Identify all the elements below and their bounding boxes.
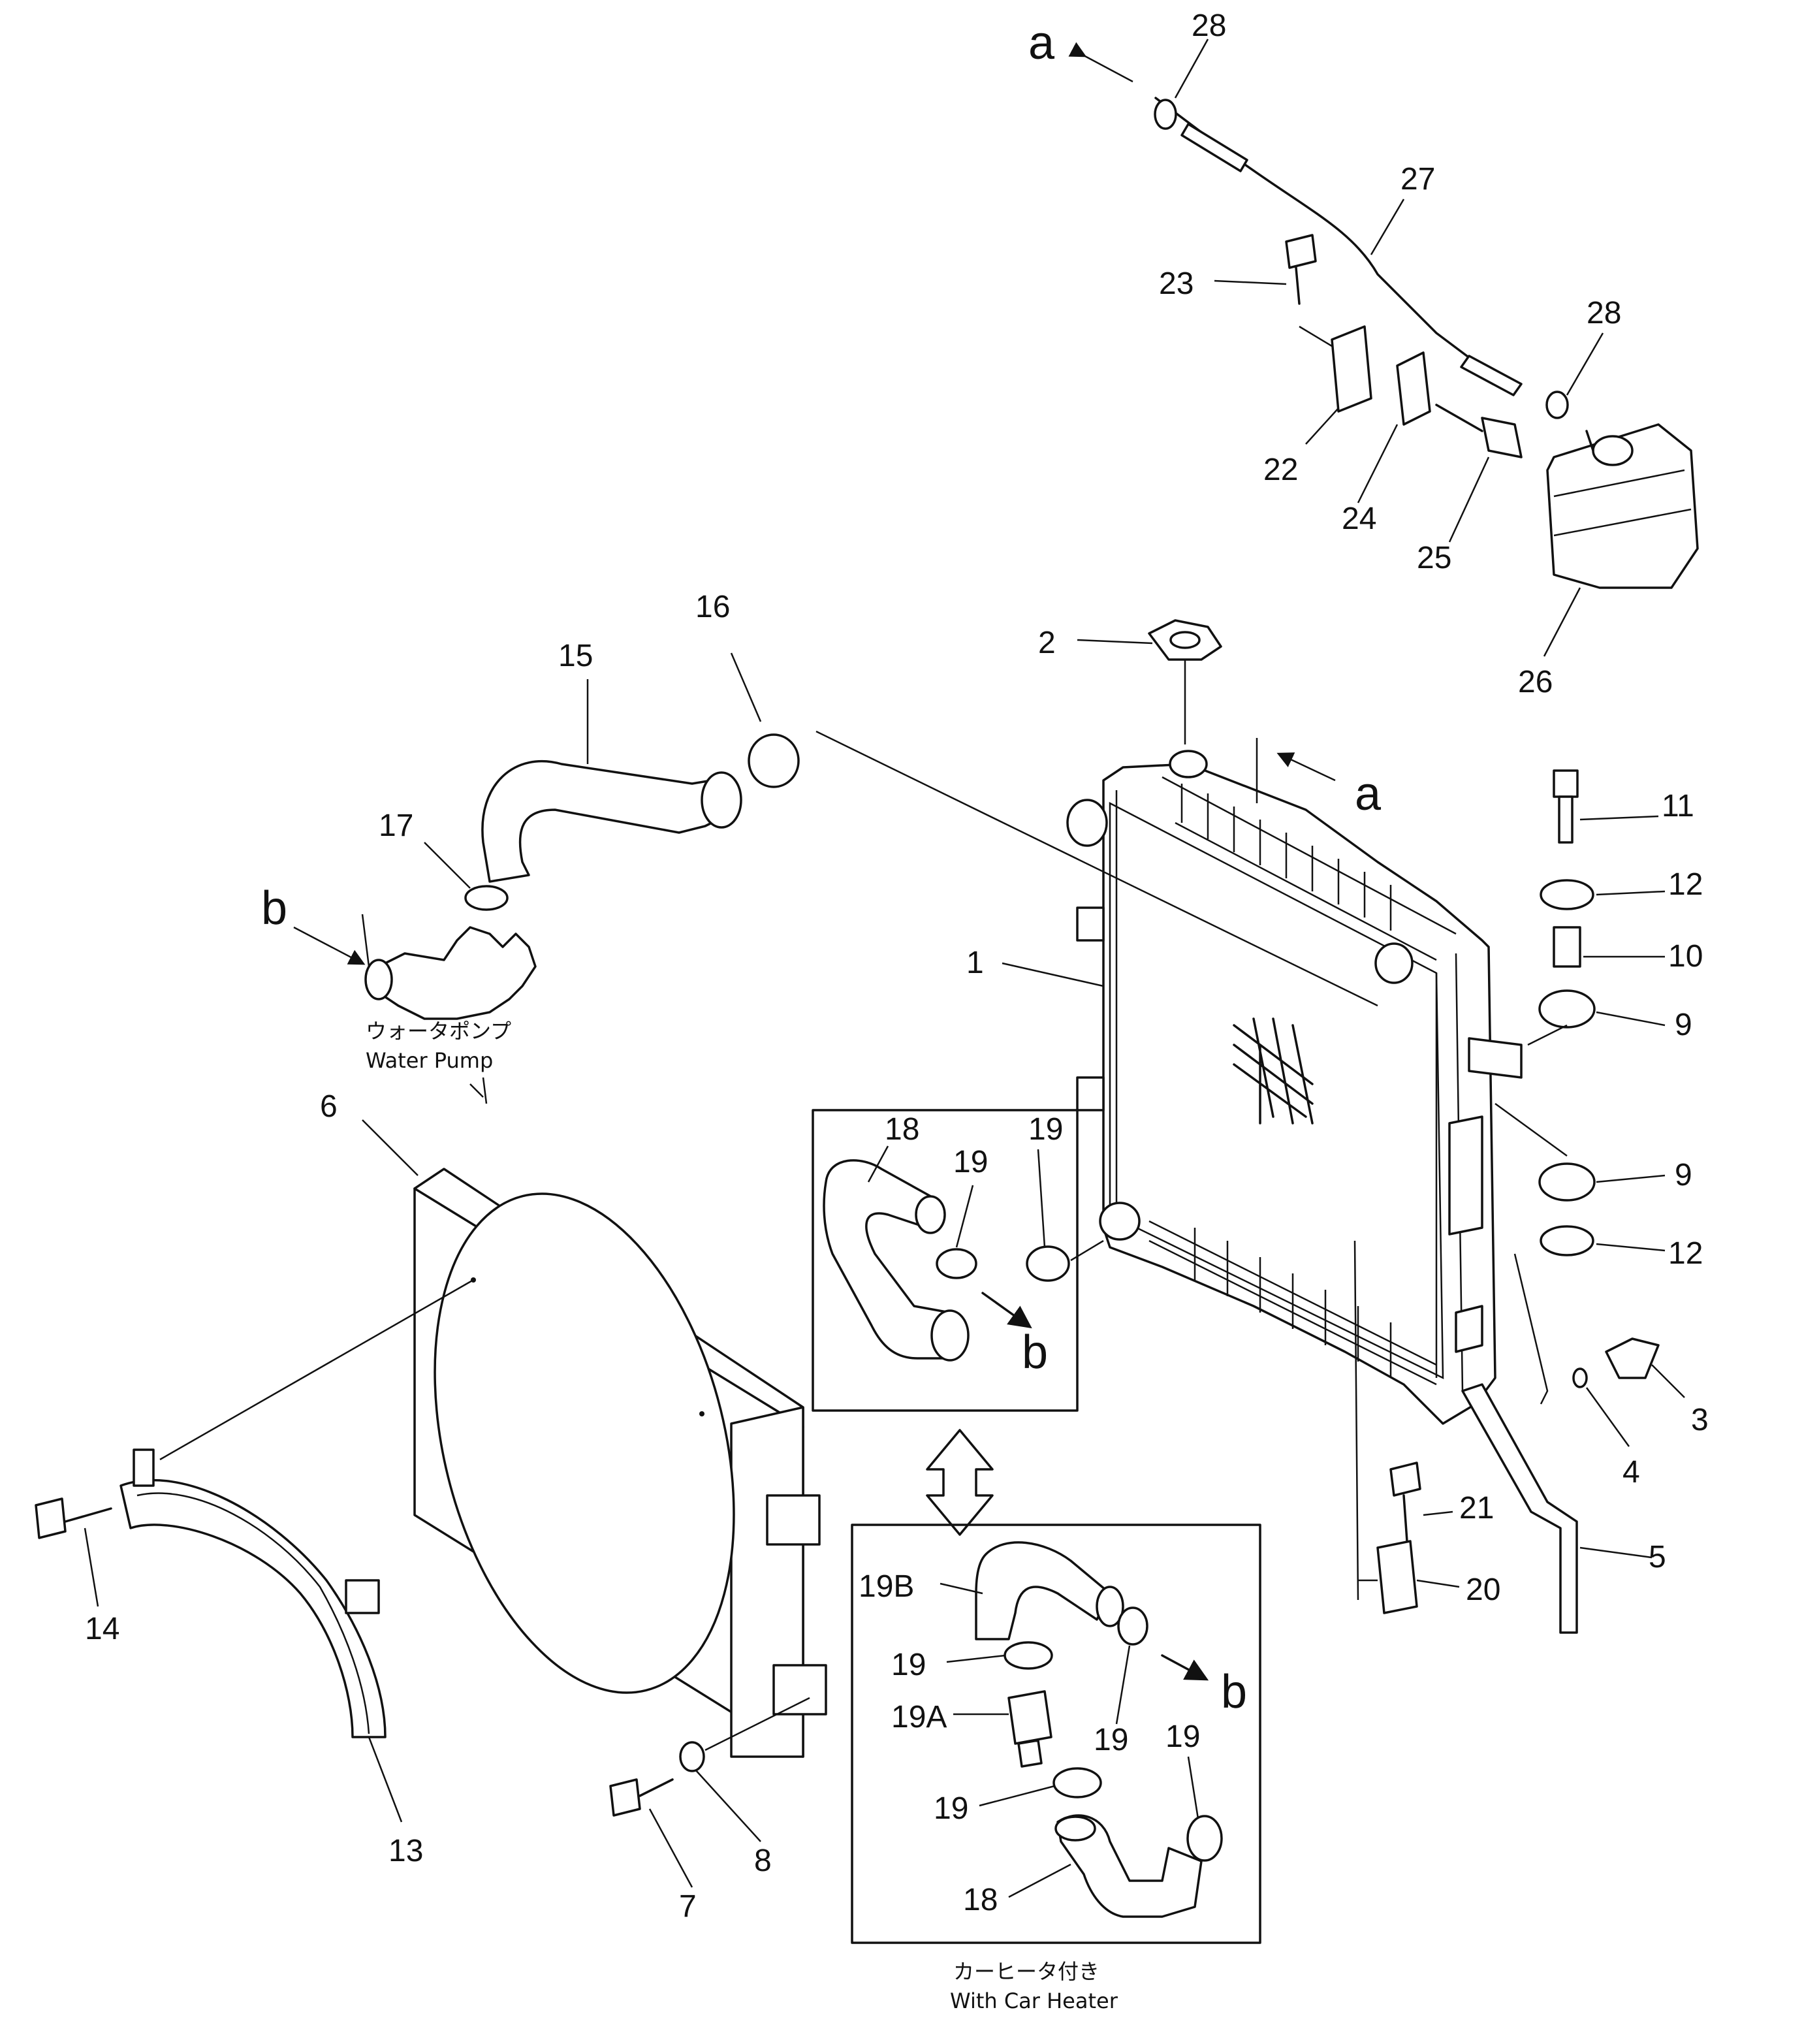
callout-5: 5 <box>1649 1540 1666 1574</box>
bolt-23 <box>1285 234 1317 305</box>
callout-15: 15 <box>558 639 593 673</box>
hose-clamp-28-top <box>1154 99 1177 130</box>
lower-hose-box <box>812 1109 1104 1412</box>
callout-19-box1-b: 19 <box>1028 1112 1063 1147</box>
callout-11: 11 <box>1662 789 1694 823</box>
callout-17: 17 <box>379 808 413 843</box>
double-arrow-icon <box>926 1429 994 1536</box>
radiator-cap <box>1148 619 1222 744</box>
reserve-tank <box>1546 423 1699 589</box>
fan-guard-13 <box>119 1279 474 1738</box>
reference-letters: a a b b b <box>261 17 1382 1718</box>
washer-8 <box>679 1697 810 1772</box>
drain-cock-3 <box>1605 1337 1660 1379</box>
cushion-9-bottom <box>1538 1162 1596 1202</box>
callout-19-box2-b: 19 <box>1094 1723 1128 1757</box>
radiator-assembly <box>1066 738 1523 1425</box>
ref-b-box1: b <box>1022 1326 1048 1379</box>
bolt-11 <box>1553 769 1579 844</box>
callout-labels: 1 2 3 4 5 6 7 8 9 9 10 11 12 12 13 14 15… <box>85 8 1709 1924</box>
fan-shroud <box>413 1168 827 1758</box>
bracket-22 <box>1299 325 1372 413</box>
callout-28-tank: 28 <box>1587 296 1621 330</box>
cushion-9-top <box>1538 989 1596 1029</box>
callout-23: 23 <box>1159 266 1194 301</box>
callout-22: 22 <box>1263 453 1298 487</box>
callout-9-top: 9 <box>1675 1008 1692 1042</box>
water-pump <box>364 926 537 1104</box>
ref-b-pump: b <box>261 882 287 934</box>
captions: ウォータポンプ Water Pump カーヒータ付き With Car Heat… <box>366 1019 1118 2013</box>
callout-9-bottom: 9 <box>1675 1158 1692 1192</box>
callout-25: 25 <box>1417 541 1451 575</box>
callout-18-bottom: 18 <box>963 1883 998 1917</box>
callout-1: 1 <box>966 946 984 980</box>
bolt-7 <box>609 1778 674 1817</box>
hose-clamp-16 <box>748 733 800 788</box>
callout-18-top: 18 <box>885 1112 919 1147</box>
ref-b-box2: b <box>1221 1666 1247 1718</box>
callout-14: 14 <box>85 1612 119 1646</box>
caption-water-pump-en: Water Pump <box>366 1048 493 1073</box>
ref-a-top: a <box>1028 17 1055 69</box>
hose-clamp-17 <box>464 885 509 911</box>
callout-2: 2 <box>1038 626 1056 660</box>
callout-12-bottom: 12 <box>1668 1236 1703 1271</box>
callout-19-box2-a: 19 <box>891 1648 926 1682</box>
washer-12-top <box>1540 879 1594 910</box>
collar-10 <box>1553 926 1581 968</box>
gasket-4 <box>1572 1367 1588 1388</box>
leader-lines <box>84 39 1685 1898</box>
overflow-hose <box>1154 97 1523 396</box>
caption-water-pump-jp: ウォータポンプ <box>366 1019 511 1044</box>
callout-28-top: 28 <box>1192 8 1226 43</box>
callout-7: 7 <box>679 1889 697 1924</box>
caption-car-heater-jp: カーヒータ付き <box>953 1959 1099 1984</box>
callout-26: 26 <box>1518 665 1553 699</box>
callout-4: 4 <box>1622 1455 1640 1490</box>
callout-19-box2-d: 19 <box>1165 1719 1200 1754</box>
callout-13: 13 <box>388 1834 423 1868</box>
callout-3: 3 <box>1691 1403 1709 1437</box>
callout-19B: 19B <box>859 1569 914 1604</box>
callout-12-top: 12 <box>1668 867 1703 902</box>
upper-hose-15 <box>481 759 742 883</box>
callout-19A: 19A <box>891 1700 947 1734</box>
caption-car-heater-en: With Car Heater <box>950 1988 1118 2013</box>
hose-clamp-28-tank <box>1545 391 1569 419</box>
bolt-14 <box>35 1497 112 1539</box>
callout-19-box2-c: 19 <box>934 1791 968 1826</box>
washer-12-bottom <box>1540 1225 1594 1256</box>
callout-16: 16 <box>695 590 730 624</box>
callout-24: 24 <box>1342 502 1376 536</box>
callout-19-box1-a: 19 <box>953 1145 988 1179</box>
callout-27: 27 <box>1400 162 1435 197</box>
car-heater-hose-box <box>851 1524 1261 1944</box>
bracket-20 <box>1353 1240 1418 1614</box>
callout-10: 10 <box>1668 939 1703 974</box>
bolt-21 <box>1389 1461 1421 1542</box>
bolt-25 <box>1435 404 1523 458</box>
callout-20: 20 <box>1466 1573 1500 1607</box>
bracket-24 <box>1396 351 1431 426</box>
callout-8: 8 <box>754 1844 772 1878</box>
drain-hose-5 <box>1461 1383 1578 1634</box>
callout-6: 6 <box>320 1089 338 1124</box>
callout-21: 21 <box>1459 1491 1494 1525</box>
ref-a-radiator: a <box>1355 768 1382 820</box>
